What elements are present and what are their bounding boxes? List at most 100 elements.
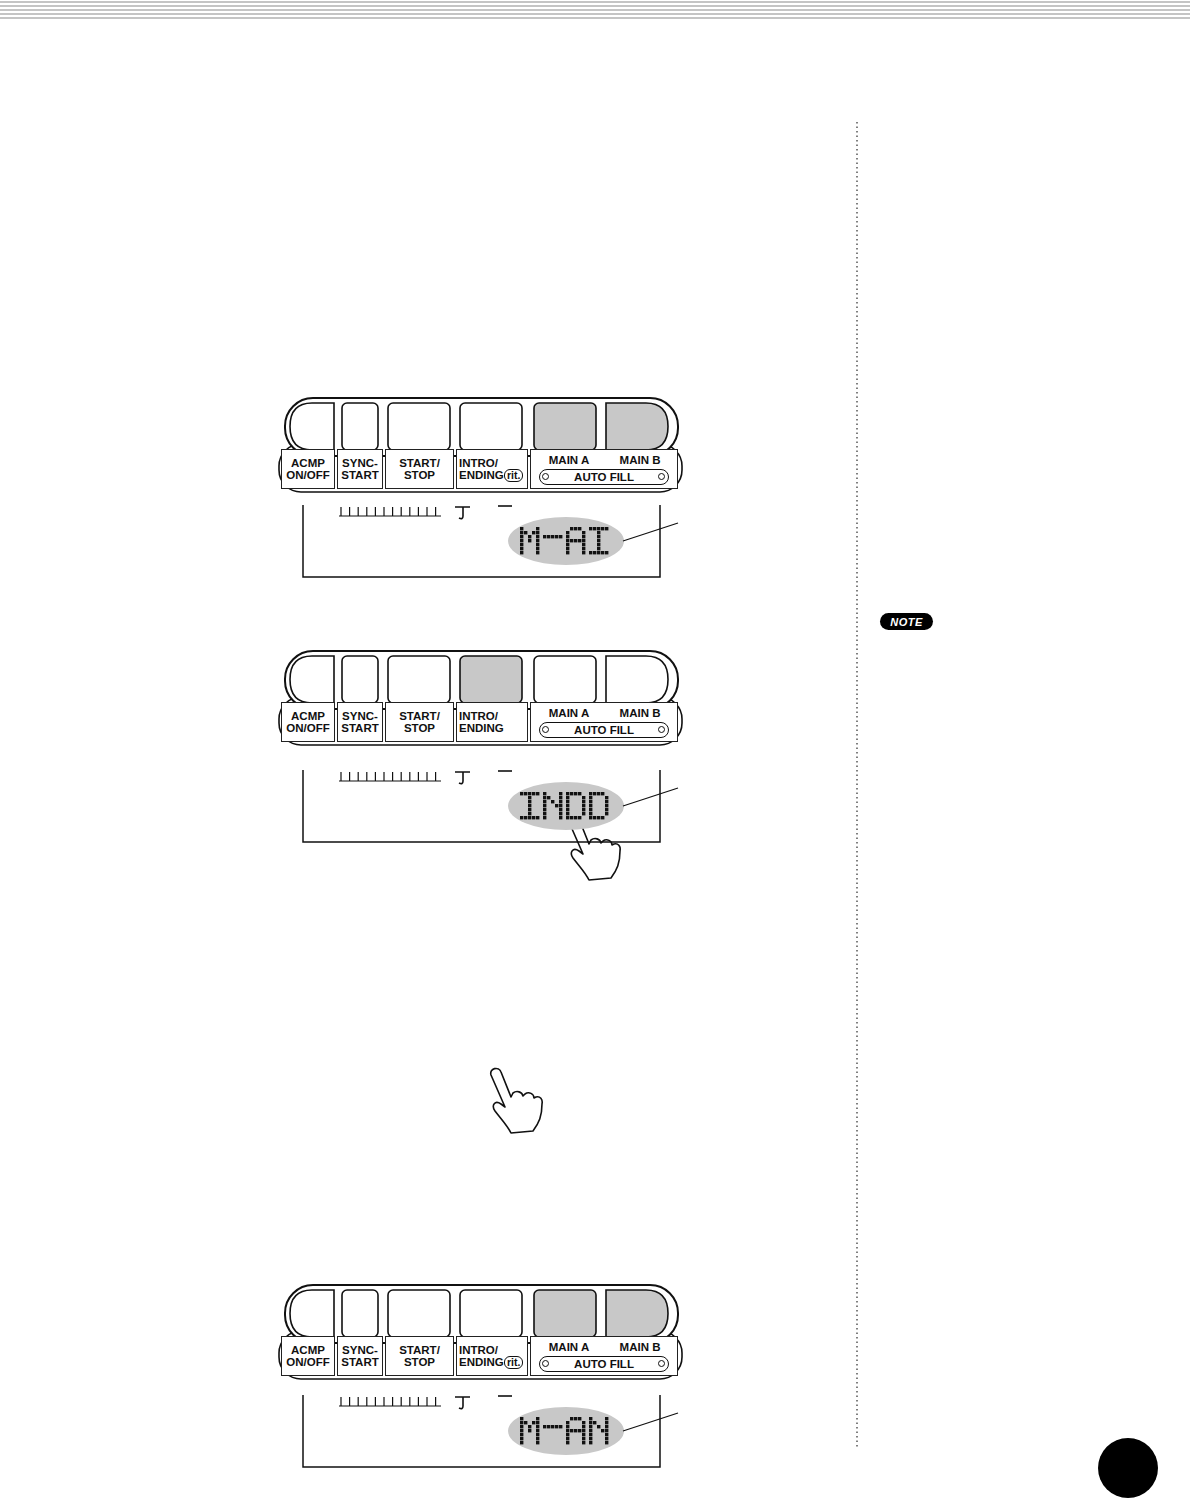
panel-button xyxy=(460,1290,522,1337)
lcd-dot xyxy=(536,1425,539,1428)
button-label: SYNC- START xyxy=(339,710,381,734)
lcd-dot xyxy=(593,1421,596,1424)
lcd-dot xyxy=(551,800,554,803)
panel-button xyxy=(388,656,450,703)
button-label: START/ STOP xyxy=(387,1344,452,1368)
beat-tick xyxy=(435,507,436,516)
beat-tick xyxy=(426,1397,427,1406)
lcd-dot xyxy=(582,543,585,546)
lcd-dot xyxy=(605,800,608,803)
tempo-symbol xyxy=(455,772,470,784)
button-label: ACMP ON/OFF xyxy=(283,710,333,734)
lcd-dot xyxy=(589,1425,592,1428)
lcd-dot xyxy=(605,1421,608,1424)
auto-fill-label: AUTO FILL xyxy=(551,724,657,736)
lcd-dot xyxy=(589,1417,592,1420)
lcd-dot xyxy=(593,792,596,795)
control-panel xyxy=(279,398,682,880)
label-cell: MAIN AMAIN BAUTO FILL xyxy=(530,449,678,489)
lcd-dot xyxy=(574,539,577,542)
lcd-dot xyxy=(524,1421,527,1424)
lcd-dot xyxy=(532,816,535,819)
label-strip xyxy=(279,697,682,745)
lcd-dot xyxy=(601,1429,604,1432)
panel-button xyxy=(460,656,522,703)
button-panel xyxy=(285,398,678,456)
margin-divider xyxy=(856,122,858,1448)
beat-tick xyxy=(358,507,359,516)
lcd-dot xyxy=(578,527,581,530)
lcd-dot xyxy=(520,535,523,538)
note-label: NOTE xyxy=(890,616,923,628)
lcd-frame xyxy=(303,770,660,842)
lcd-dot xyxy=(570,1417,573,1420)
button-label: MAIN A xyxy=(537,1341,601,1353)
lcd-dot xyxy=(536,1421,539,1424)
beat-tick xyxy=(392,772,393,781)
lcd-dot xyxy=(520,1433,523,1436)
lcd-dot xyxy=(601,527,604,530)
panel-button xyxy=(290,656,334,703)
lcd-dot xyxy=(543,792,546,795)
lcd-dot xyxy=(547,796,550,799)
lcd-dot xyxy=(597,543,600,546)
lcd-dot xyxy=(543,812,546,815)
label-cell: INTRO/ ENDINGrit. xyxy=(456,449,528,489)
lcd-dot xyxy=(520,547,523,550)
lcd-dot xyxy=(605,1441,608,1444)
lcd-dot xyxy=(597,535,600,538)
lcd-dot xyxy=(566,812,569,815)
lcd-dot xyxy=(528,796,531,799)
lcd-dot xyxy=(520,539,523,542)
lcd-dot xyxy=(582,1433,585,1436)
button-label: START/ STOP xyxy=(387,457,452,481)
fill-indicator xyxy=(658,726,665,733)
fill-indicator xyxy=(658,473,665,480)
lcd-dot xyxy=(582,800,585,803)
beat-tick xyxy=(418,772,419,781)
beat-tick xyxy=(375,772,376,781)
lcd-dot xyxy=(536,543,539,546)
beat-tick xyxy=(426,507,427,516)
lcd-dot xyxy=(559,816,562,819)
lcd-dot xyxy=(578,1429,581,1432)
lcd-dot xyxy=(589,1437,592,1440)
beat-tick xyxy=(349,507,350,516)
lcd-dot xyxy=(566,547,569,550)
leader-line xyxy=(623,1413,678,1431)
lcd-dot xyxy=(597,531,600,534)
highlight-oval xyxy=(508,782,624,830)
lcd-dot xyxy=(605,796,608,799)
lcd-dot xyxy=(536,551,539,554)
lcd-dot xyxy=(589,792,592,795)
lcd-dot xyxy=(589,527,592,530)
lcd-dot xyxy=(520,1441,523,1444)
lcd-dot xyxy=(570,816,573,819)
lcd-dot xyxy=(578,792,581,795)
panel-button xyxy=(342,1290,378,1337)
leader-line xyxy=(623,523,678,541)
fill-indicator xyxy=(542,473,549,480)
lcd-dot xyxy=(570,527,573,530)
lcd-dot xyxy=(528,535,531,538)
beat-tick xyxy=(409,507,410,516)
lcd-dot xyxy=(582,1429,585,1432)
lcd-dot xyxy=(536,527,539,530)
lcd-dot xyxy=(589,551,592,554)
beat-tick xyxy=(366,507,367,516)
label-cell: INTRO/ ENDINGrit. xyxy=(456,1336,528,1376)
highlight-oval xyxy=(508,1407,624,1455)
lcd-dot xyxy=(566,808,569,811)
lcd-dot xyxy=(582,812,585,815)
control-panel xyxy=(279,651,682,1133)
lcd-dot xyxy=(524,792,527,795)
lcd-dot xyxy=(543,808,546,811)
lcd-dot xyxy=(589,804,592,807)
beat-tick xyxy=(435,772,436,781)
lcd-dot xyxy=(528,539,531,542)
lcd-dot xyxy=(559,808,562,811)
auto-fill-label: AUTO FILL xyxy=(551,471,657,483)
label-cell: START/ STOP xyxy=(385,702,454,742)
ritardando-label: rit. xyxy=(504,1356,523,1369)
